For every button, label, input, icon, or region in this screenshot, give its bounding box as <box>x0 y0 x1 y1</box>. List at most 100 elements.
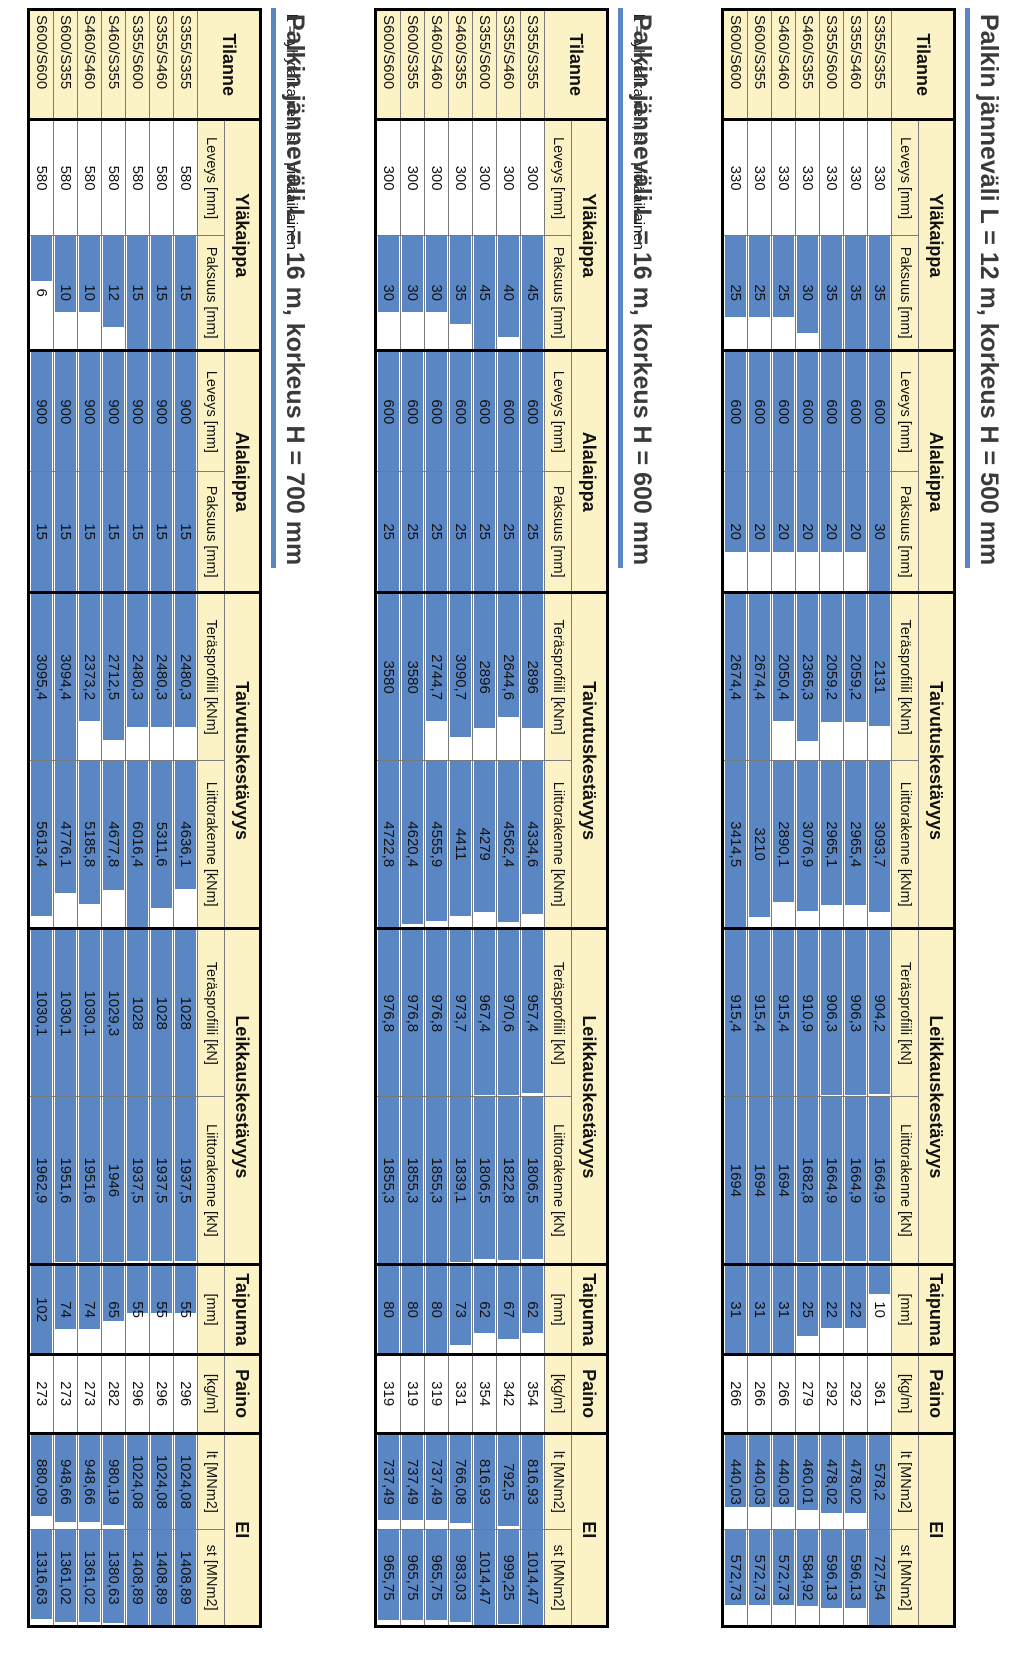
cell-yl-w: 580 <box>28 119 54 236</box>
cell-t-ter: 2644,6 <box>496 592 521 761</box>
cell-value: 25 <box>428 523 445 541</box>
case-label: S355/S355 <box>520 9 545 120</box>
data-bar <box>869 1266 890 1295</box>
cell-value: 880,09 <box>33 1458 50 1505</box>
cell-value: 2373,2 <box>81 654 98 701</box>
cell-t-lit: 4636,1 <box>173 760 198 929</box>
cell-value: 900 <box>129 399 146 425</box>
cell-yl-t: 10 <box>77 235 102 351</box>
cell-value: 1014,47 <box>524 1550 541 1605</box>
case-label: S460/S355 <box>448 9 473 120</box>
cell-value: 572,73 <box>775 1554 792 1601</box>
subheader-sub-ei-lt: lt [MNm2] <box>891 1433 919 1530</box>
cell-value: 2480,3 <box>153 654 170 701</box>
cell-t-ter: 2896 <box>520 592 545 761</box>
cell-paino: 266 <box>771 1354 796 1434</box>
cell-value: 1855,3 <box>380 1157 397 1204</box>
cell-paino: 319 <box>400 1354 425 1434</box>
cell-t-lit: 4411 <box>448 760 473 929</box>
cell-value: 572,73 <box>751 1554 768 1601</box>
cell-yl-w: 580 <box>53 119 78 236</box>
cell-value: 1664,9 <box>871 1157 888 1204</box>
cell-l-lit: 1806,5 <box>472 1096 497 1265</box>
cell-paino: 361 <box>867 1354 892 1434</box>
header-taipuma: Taipuma <box>224 1264 261 1355</box>
cell-yl-w: 330 <box>771 119 796 236</box>
header-ylalaippa: Yläkaippa <box>224 119 261 351</box>
subheader-sub-paksuus: Paksuus [mm] <box>544 235 572 351</box>
data-bar <box>845 1266 866 1328</box>
cell-taip: 80 <box>375 1264 401 1355</box>
cell-al-t: 20 <box>747 471 772 593</box>
cell-l-ter: 970,6 <box>496 928 521 1097</box>
cell-al-w: 600 <box>867 350 892 472</box>
subheader-sub-paksuus: Paksuus [mm] <box>891 235 919 351</box>
cell-value: 2059,2 <box>847 654 864 701</box>
cell-taip: 102 <box>28 1264 54 1355</box>
cell-value: 1806,5 <box>524 1157 541 1204</box>
cell-al-t: 25 <box>472 471 497 593</box>
cell-value: 1030,1 <box>57 990 74 1037</box>
cell-yl-t: 12 <box>101 235 126 351</box>
header-taivutuskestavyys: Taivutuskestävyys <box>224 592 261 929</box>
cell-value: 73 <box>452 1301 469 1318</box>
cell-value: 1855,3 <box>404 1157 421 1204</box>
cell-value: 15 <box>57 523 74 541</box>
cell-taip: 31 <box>747 1264 772 1355</box>
title-underline <box>965 8 970 568</box>
cell-value: 4636,1 <box>177 821 194 868</box>
cell-value: 737,49 <box>428 1458 445 1505</box>
cell-ei-lt: 816,93 <box>472 1433 497 1530</box>
cell-value: 4722,8 <box>380 821 397 868</box>
cell-t-lit: 3093,7 <box>867 760 892 929</box>
cell-value: 10 <box>57 284 74 301</box>
subheader-sub-l-terasprofiili: Teräsprofiili [kN] <box>197 928 225 1097</box>
cell-ei-st: 1014,47 <box>472 1529 497 1627</box>
cell-value: 35 <box>847 284 864 301</box>
cell-paino: 296 <box>149 1354 174 1434</box>
cell-value: 22 <box>847 1301 864 1318</box>
cell-value: 25 <box>775 284 792 301</box>
cell-t-ter: 3094,4 <box>53 592 78 761</box>
cell-value: 20 <box>751 523 768 541</box>
cell-yl-w: 300 <box>520 119 545 236</box>
case-label: S355/S355 <box>867 9 892 120</box>
cell-l-lit: 1962,9 <box>28 1096 54 1265</box>
header-ei: EI <box>571 1433 608 1627</box>
cell-yl-t: 15 <box>173 235 198 351</box>
cell-value: 1962,9 <box>33 1157 50 1204</box>
cell-t-lit: 4562,4 <box>496 760 521 929</box>
cell-value: 25 <box>751 284 768 301</box>
cell-paino: 296 <box>125 1354 150 1434</box>
cell-value: 1855,3 <box>428 1157 445 1204</box>
cell-value: 40 <box>500 284 517 301</box>
cell-ei-st: 965,75 <box>375 1529 401 1627</box>
subheader-sub-leveys: Leveys [mm] <box>197 119 225 236</box>
cell-value: 15 <box>129 284 146 301</box>
case-label: S460/S460 <box>77 9 102 120</box>
cell-paino: 296 <box>173 1354 198 1434</box>
cell-taip: 55 <box>125 1264 150 1355</box>
cell-paino: 273 <box>77 1354 102 1434</box>
cell-ei-lt: 816,93 <box>520 1433 545 1530</box>
case-label: S600/S600 <box>28 9 54 120</box>
cell-value: 15 <box>177 523 194 541</box>
cell-value: 35 <box>823 284 840 301</box>
header-alalaippa: Alalaippa <box>224 350 261 593</box>
cell-value: 35 <box>871 284 888 301</box>
cell-value: 1806,5 <box>476 1157 493 1204</box>
case-label: S355/S460 <box>496 9 521 120</box>
cell-value: 31 <box>775 1301 792 1318</box>
case-label: S460/S355 <box>101 9 126 120</box>
data-bar <box>31 235 52 282</box>
cell-value: 10 <box>81 284 98 301</box>
subheader-sub-ei-lt: lt [MNm2] <box>544 1433 572 1530</box>
cell-l-ter: 1028 <box>125 928 150 1097</box>
cell-value: 1028 <box>153 996 170 1031</box>
cell-al-t: 25 <box>496 471 521 593</box>
header-alalaippa: Alalaippa <box>571 350 608 593</box>
